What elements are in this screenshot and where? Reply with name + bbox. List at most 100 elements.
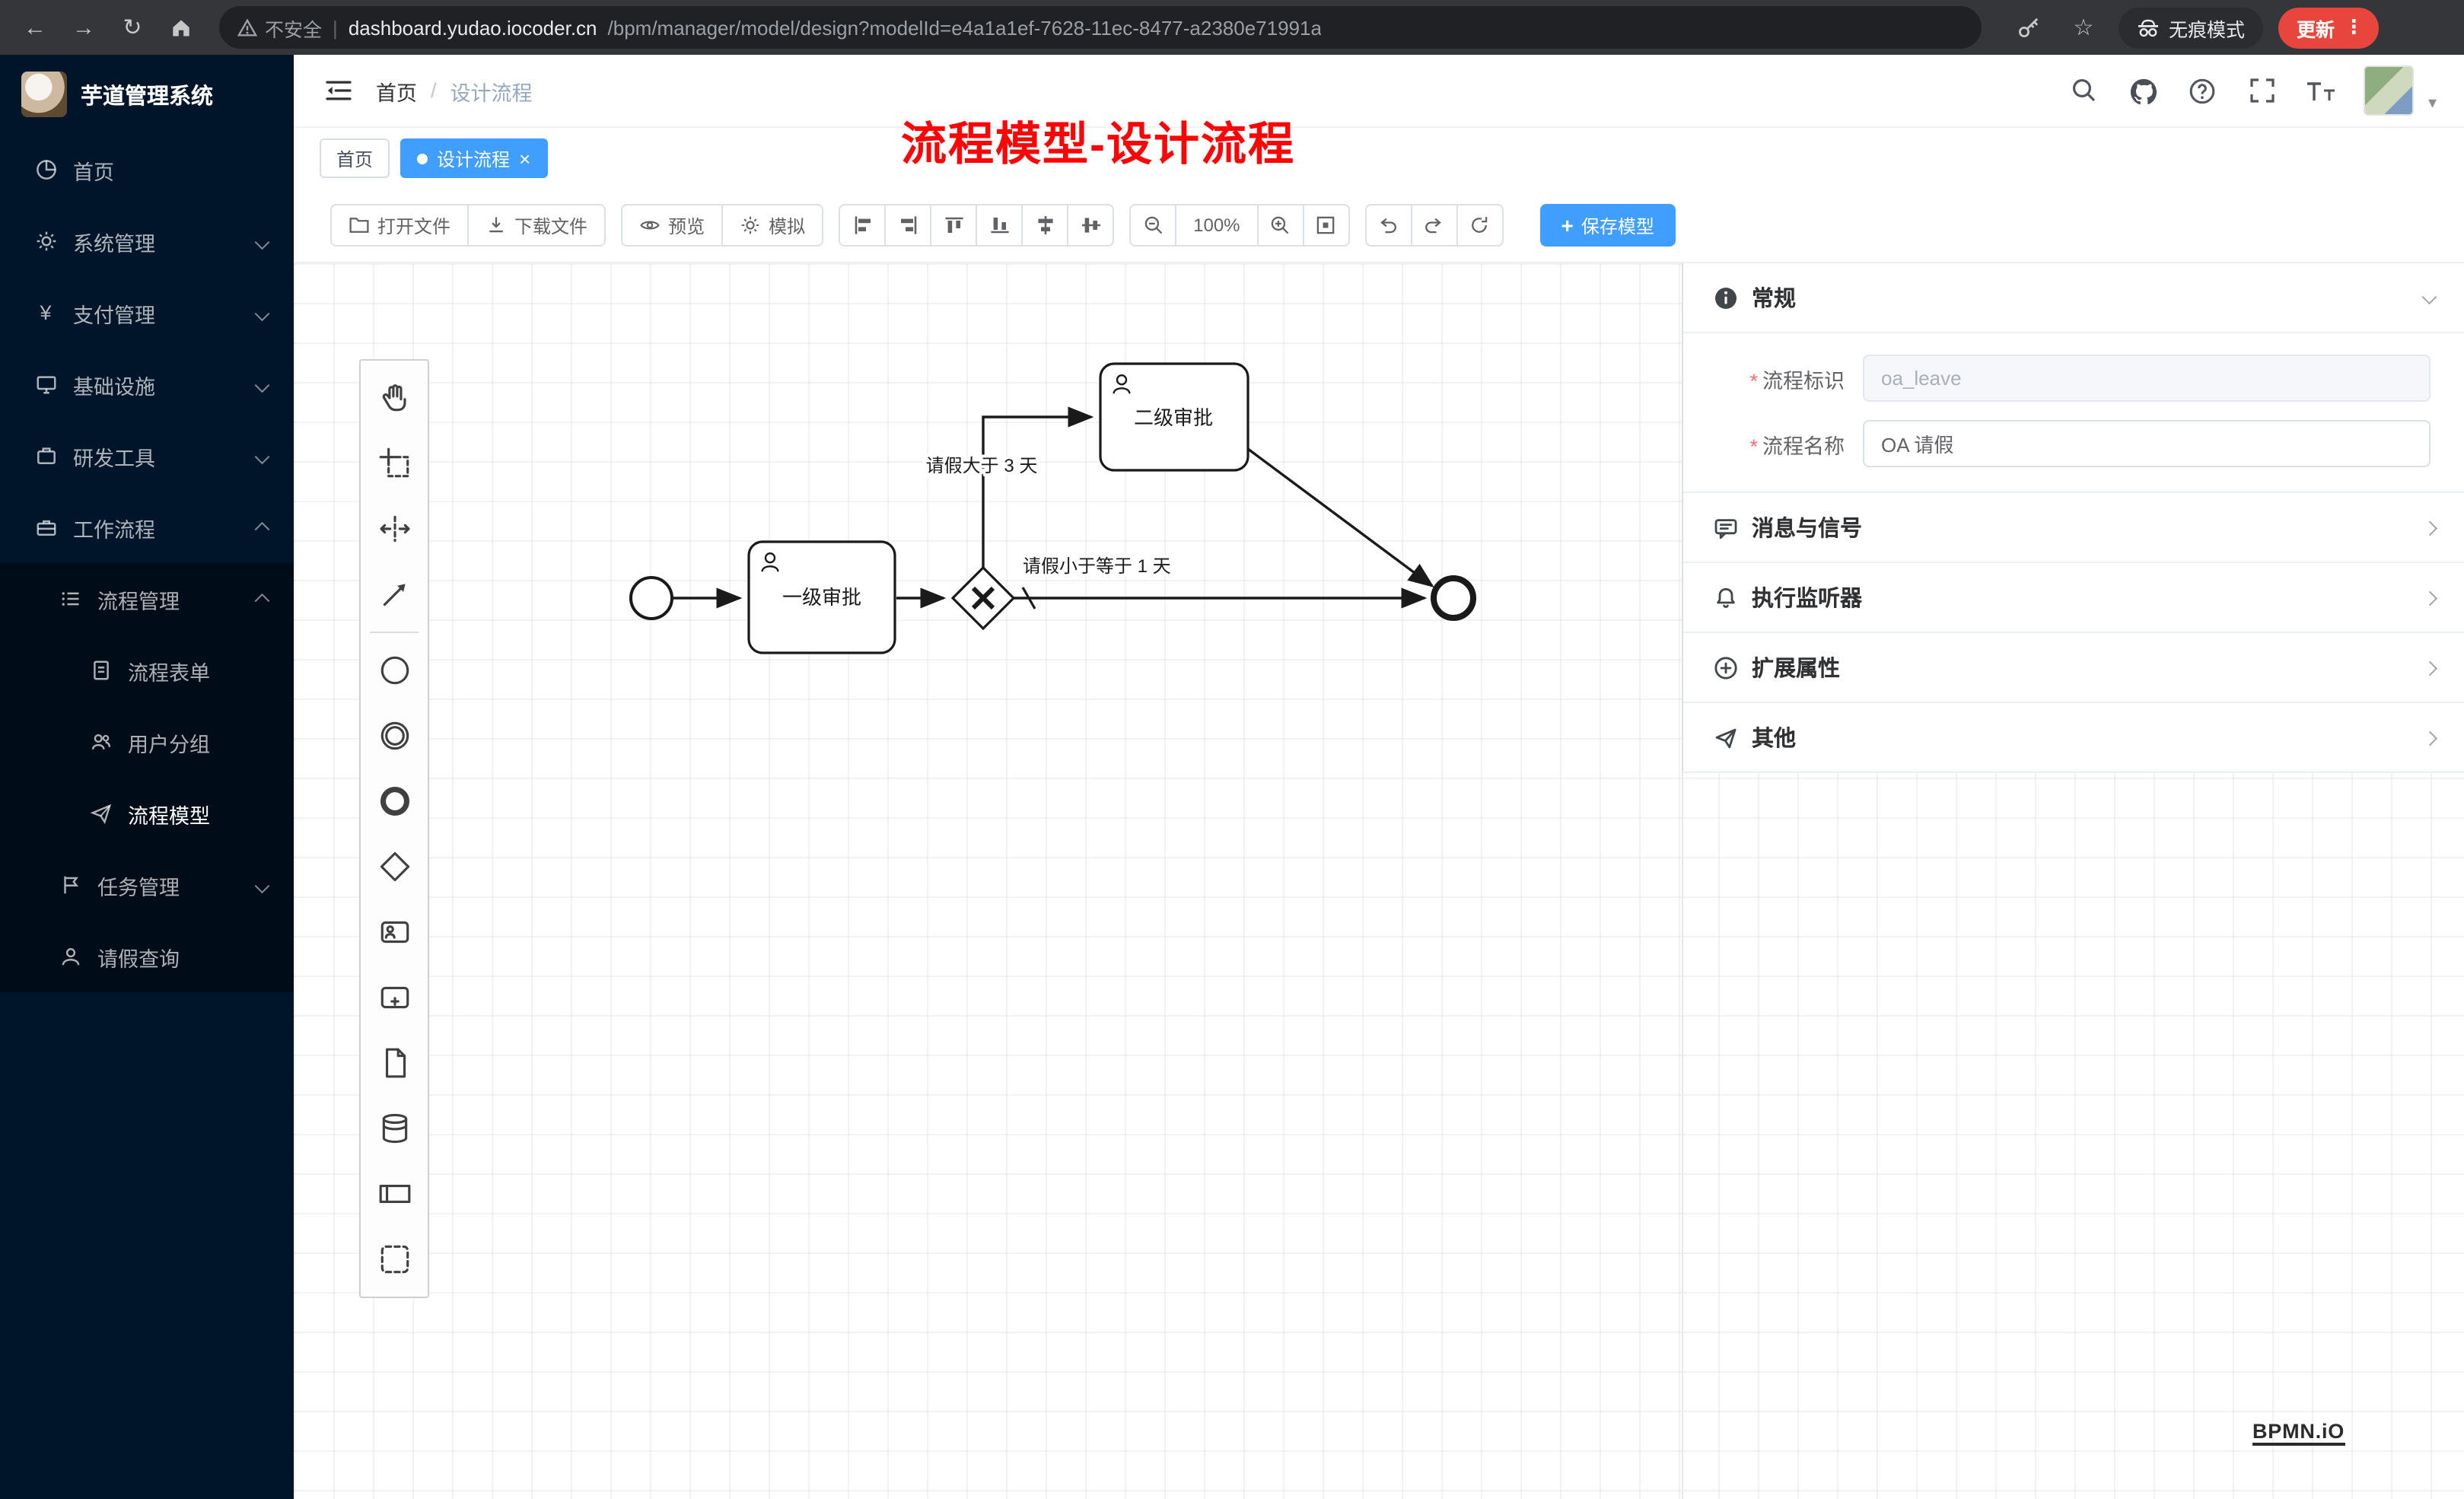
sidebar-item-home[interactable]: 首页 bbox=[0, 134, 294, 205]
sidebar-item-leave-query[interactable]: 请假查询 bbox=[0, 921, 294, 992]
hand-tool-icon[interactable] bbox=[361, 365, 428, 431]
back-icon[interactable]: ← bbox=[24, 14, 46, 40]
bpmn-io-watermark[interactable]: BPMN.iO bbox=[2252, 1420, 2345, 1446]
fullscreen-icon[interactable] bbox=[2246, 74, 2279, 107]
save-model-button[interactable]: + 保存模型 bbox=[1539, 204, 1676, 247]
section-general[interactable]: 常规 bbox=[1683, 263, 2464, 333]
align-top-button[interactable] bbox=[930, 204, 978, 247]
sidebar-item-workflow[interactable]: 工作流程 bbox=[0, 492, 294, 563]
align-left-button[interactable] bbox=[839, 204, 887, 247]
zoom-in-button[interactable] bbox=[1256, 204, 1304, 247]
data-object-icon[interactable] bbox=[361, 1030, 428, 1096]
flow-task2-to-end[interactable] bbox=[1246, 447, 1434, 588]
sidebar-item-label: 流程管理 bbox=[97, 590, 180, 613]
chevron-down-icon bbox=[254, 874, 269, 896]
align-right-button[interactable] bbox=[884, 204, 932, 247]
process-key-input[interactable] bbox=[1863, 355, 2431, 402]
open-file-button[interactable]: 打开文件 bbox=[330, 204, 470, 247]
warning-icon bbox=[237, 18, 257, 36]
section-extended-properties[interactable]: 扩展属性 bbox=[1683, 632, 2464, 702]
task-second-approval[interactable]: 二级审批 bbox=[1099, 362, 1250, 472]
app-header: 首页 / 设计流程 ▾ bbox=[294, 55, 2464, 128]
intermediate-event-icon[interactable] bbox=[361, 703, 428, 769]
end-event-icon[interactable] bbox=[361, 769, 428, 834]
user-task-icon[interactable] bbox=[361, 899, 428, 965]
update-label: 更新 bbox=[2297, 19, 2335, 40]
required-asterisk: * bbox=[1749, 434, 1758, 457]
font-size-icon[interactable] bbox=[2305, 74, 2338, 107]
refresh-icon[interactable]: ↻ bbox=[123, 15, 142, 41]
chevron-down-icon bbox=[254, 230, 269, 253]
properties-panel: 常规 *流程标识 *流程名称 bbox=[1682, 263, 2464, 773]
simulate-button[interactable]: 模拟 bbox=[721, 204, 824, 247]
start-event-icon[interactable] bbox=[361, 638, 428, 703]
lasso-tool-icon[interactable] bbox=[361, 431, 428, 496]
section-execution-listeners[interactable]: 执行监听器 bbox=[1683, 562, 2464, 632]
start-event[interactable] bbox=[629, 576, 673, 620]
sidebar-item-system[interactable]: 系统管理 bbox=[0, 205, 294, 277]
sidebar-item-devtools[interactable]: 研发工具 bbox=[0, 420, 294, 492]
sidebar-item-process-model[interactable]: 流程模型 bbox=[0, 778, 294, 849]
sidebar-item-task-mgmt[interactable]: 任务管理 bbox=[0, 849, 294, 921]
align-center-h-icon bbox=[1037, 216, 1052, 234]
home-icon[interactable] bbox=[161, 8, 201, 47]
undo-button[interactable] bbox=[1364, 204, 1412, 247]
sidebar-item-label: 任务管理 bbox=[97, 876, 180, 899]
tab-home[interactable]: 首页 bbox=[320, 138, 390, 178]
section-other[interactable]: 其他 bbox=[1683, 702, 2464, 772]
zoom-out-button[interactable] bbox=[1129, 204, 1177, 247]
caret-down-icon[interactable]: ▾ bbox=[2427, 94, 2437, 113]
align-center-v-button[interactable] bbox=[1067, 204, 1115, 247]
update-button[interactable]: 更新 ⋮ bbox=[2278, 7, 2380, 48]
zoom-fit-button[interactable] bbox=[1302, 204, 1350, 247]
bookmark-star-icon[interactable]: ☆ bbox=[2073, 15, 2094, 41]
align-center-h-button[interactable] bbox=[1021, 204, 1069, 247]
github-icon[interactable] bbox=[2127, 74, 2160, 107]
bpmn-canvas[interactable]: 请假大于 3 天 请假小于等于 1 天 一级审批 bbox=[294, 262, 2464, 1499]
group-icon[interactable] bbox=[361, 1227, 428, 1292]
flow-label-gt3[interactable]: 请假大于 3 天 bbox=[923, 453, 1041, 479]
exclusive-gateway[interactable] bbox=[950, 565, 1016, 631]
download-file-button[interactable]: 下载文件 bbox=[467, 204, 606, 247]
menu-dots-icon[interactable]: ⋮ bbox=[2344, 15, 2364, 38]
sidebar-item-process-form[interactable]: 流程表单 bbox=[0, 635, 294, 706]
section-messages-signals[interactable]: 消息与信号 bbox=[1683, 492, 2464, 562]
flow-gateway-to-task2[interactable] bbox=[982, 406, 1094, 568]
tab-design-process[interactable]: 设计流程 × bbox=[400, 138, 548, 178]
end-event[interactable] bbox=[1431, 575, 1476, 621]
gear-icon bbox=[33, 229, 58, 253]
space-tool-icon[interactable] bbox=[361, 496, 428, 562]
redo-button[interactable] bbox=[1410, 204, 1458, 247]
sidebar-item-process-mgmt[interactable]: 流程管理 bbox=[0, 563, 294, 635]
bpmn-diagram[interactable]: 请假大于 3 天 请假小于等于 1 天 一级审批 bbox=[294, 263, 2464, 1499]
menu-fold-icon[interactable] bbox=[321, 74, 355, 107]
align-right-icon bbox=[900, 216, 916, 234]
global-connect-tool-icon[interactable] bbox=[361, 562, 428, 627]
forward-icon[interactable]: → bbox=[72, 14, 95, 40]
security-chip[interactable]: 不安全 bbox=[237, 13, 322, 42]
sidebar-item-user-group[interactable]: 用户分组 bbox=[0, 706, 294, 778]
gateway-icon[interactable] bbox=[361, 834, 428, 899]
search-icon[interactable] bbox=[2068, 74, 2101, 107]
sidebar-item-payment[interactable]: ¥ 支付管理 bbox=[0, 277, 294, 348]
breadcrumb-home[interactable]: 首页 bbox=[376, 81, 417, 104]
help-icon[interactable] bbox=[2186, 74, 2220, 107]
participant-icon[interactable] bbox=[361, 1161, 428, 1227]
subprocess-icon[interactable] bbox=[361, 965, 428, 1030]
align-bottom-button[interactable] bbox=[976, 204, 1023, 247]
address-bar[interactable]: 不安全 | dashboard.yudao.iocoder.cn/bpm/man… bbox=[219, 6, 1982, 49]
data-store-icon[interactable] bbox=[361, 1096, 428, 1161]
task-first-approval[interactable]: 一级审批 bbox=[747, 540, 896, 654]
restart-button[interactable] bbox=[1456, 204, 1504, 247]
zoom-level: 100% bbox=[1193, 215, 1240, 236]
app-logo[interactable]: 芋道管理系统 bbox=[0, 55, 294, 134]
security-label: 不安全 bbox=[265, 19, 323, 40]
zoom-level-button[interactable]: 100% bbox=[1175, 204, 1259, 247]
user-avatar[interactable] bbox=[2364, 65, 2415, 116]
preview-button[interactable]: 预览 bbox=[621, 204, 724, 247]
close-icon[interactable]: × bbox=[519, 147, 531, 170]
flow-label-le1[interactable]: 请假小于等于 1 天 bbox=[1020, 553, 1174, 580]
sidebar-item-infra[interactable]: 基础设施 bbox=[0, 348, 294, 420]
process-name-input[interactable] bbox=[1863, 420, 2431, 467]
key-icon[interactable] bbox=[2009, 8, 2049, 47]
